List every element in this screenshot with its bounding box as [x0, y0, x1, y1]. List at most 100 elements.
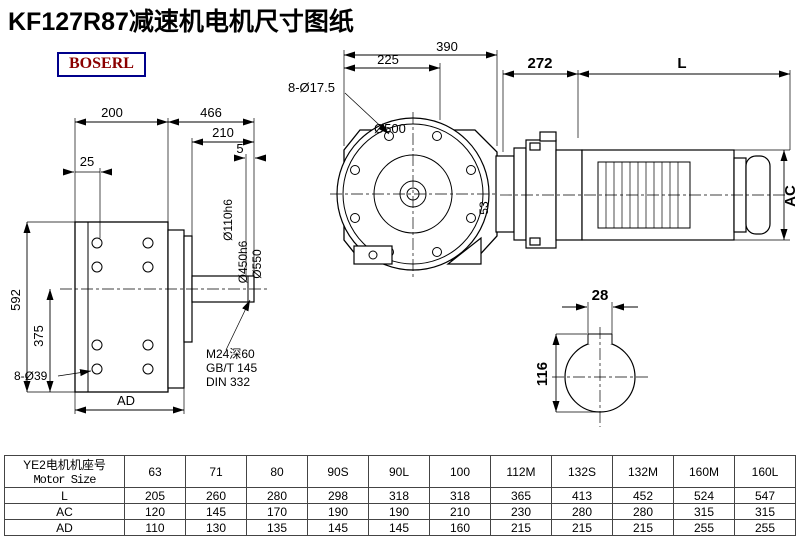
- dim-5-label: 5: [236, 141, 243, 156]
- dim-225-label: 225: [377, 52, 399, 67]
- value-cell: 524: [673, 487, 735, 504]
- note-m24-label: M24深60: [206, 347, 255, 361]
- dim-AD-label: AD: [117, 393, 135, 408]
- dim-53-label: 53: [477, 201, 491, 215]
- value-cell: 205: [124, 487, 186, 504]
- value-cell: 190: [368, 503, 430, 520]
- dim-5: 5: [234, 141, 266, 276]
- note-gbt-label: GB/T 145: [206, 361, 257, 375]
- housing-foot-left: [353, 245, 393, 265]
- value-cell: 160: [429, 519, 491, 536]
- dim-bolt-holes: 8-Ø17.5: [288, 80, 390, 135]
- header-cn: YE2电机机座号: [23, 458, 106, 472]
- value-cell: 215: [551, 519, 613, 536]
- dim-25-label: 25: [80, 154, 94, 169]
- value-cell: 365: [490, 487, 552, 504]
- side-bolt-holes: [91, 237, 154, 375]
- output-flange: [167, 229, 185, 389]
- value-cell: 255: [673, 519, 735, 536]
- coupling-ring: [513, 147, 527, 241]
- housing-foot-hole: [368, 250, 378, 260]
- dim-L: L: [578, 55, 791, 150]
- motor-flange-lug-bottom: [529, 237, 541, 246]
- value-cell: 315: [734, 503, 796, 520]
- dim-200-label: 200: [101, 105, 123, 120]
- dim-390-label: 390: [436, 39, 458, 54]
- value-cell: 190: [307, 503, 369, 520]
- size-col: 71: [185, 455, 247, 488]
- value-cell: 413: [551, 487, 613, 504]
- adapter-step: [495, 155, 515, 233]
- value-cell: 120: [124, 503, 186, 520]
- size-col: 132S: [551, 455, 613, 488]
- dim-d450-label: Ø450h6: [236, 240, 250, 283]
- dim-25: 25: [63, 154, 112, 238]
- row-label: AC: [4, 503, 125, 520]
- value-cell: 452: [612, 487, 674, 504]
- size-col: 90L: [368, 455, 430, 488]
- page-title: KF127R87减速机电机尺寸图纸: [8, 8, 354, 36]
- size-col: 160M: [673, 455, 735, 488]
- shaft-end-notes: M24深60 GB/T 145 DIN 332: [206, 299, 257, 389]
- value-cell: 215: [612, 519, 674, 536]
- dim-d500-label: Ø500: [374, 121, 406, 136]
- value-cell: 215: [490, 519, 552, 536]
- value-cell: 145: [368, 519, 430, 536]
- dim-592-label: 592: [8, 289, 23, 311]
- motor-flange-lug-top: [529, 142, 541, 151]
- dim-AD: AD: [74, 388, 185, 414]
- value-cell: 210: [429, 503, 491, 520]
- value-cell: 318: [429, 487, 491, 504]
- value-cell: 170: [246, 503, 308, 520]
- dim-d110-label: Ø110h6: [221, 199, 235, 241]
- value-cell: 135: [246, 519, 308, 536]
- dim-L-label: L: [677, 55, 686, 72]
- value-cell: 145: [307, 519, 369, 536]
- dim-116-label: 116: [534, 362, 551, 386]
- value-cell: 260: [185, 487, 247, 504]
- note-din-label: DIN 332: [206, 375, 250, 389]
- value-cell: 145: [185, 503, 247, 520]
- dim-116: 116: [534, 333, 600, 413]
- row-label: L: [4, 487, 125, 504]
- size-col: 100: [429, 455, 491, 488]
- header-en: Motor Size: [33, 473, 96, 487]
- section-view: 28 116: [534, 287, 648, 427]
- dim-375: 375: [31, 289, 54, 392]
- dim-AC-label: AC: [782, 185, 799, 207]
- value-cell: 280: [246, 487, 308, 504]
- table-header-row: YE2电机机座号 Motor Size 63 71 80 90S 90L 100…: [4, 455, 796, 488]
- technical-drawing: 390 225 272 L 8-Ø17.5 Ø500 53 AC: [8, 39, 799, 427]
- dim-8d39: 8-Ø39: [14, 369, 92, 383]
- size-col: 80: [246, 455, 308, 488]
- size-col: 63: [124, 455, 186, 488]
- dim-592: 592: [8, 221, 75, 393]
- value-cell: 280: [612, 503, 674, 520]
- dim-225: 225: [344, 52, 441, 120]
- value-cell: 230: [490, 503, 552, 520]
- dim-272-label: 272: [527, 55, 552, 72]
- dim-375-label: 375: [31, 325, 46, 347]
- dim-28-label: 28: [592, 287, 609, 304]
- table-row-L: L 205 260 280 298 318 318 365 413 452 52…: [4, 487, 796, 504]
- value-cell: 110: [124, 519, 186, 536]
- value-cell: 318: [368, 487, 430, 504]
- size-col: 132M: [612, 455, 674, 488]
- motor-flange: [525, 139, 557, 249]
- front-view: 390 225 272 L 8-Ø17.5 Ø500 53 AC: [288, 39, 799, 278]
- value-cell: 280: [551, 503, 613, 520]
- dim-210-label: 210: [212, 125, 234, 140]
- boserl-logo: BOSERL: [57, 52, 146, 77]
- value-cell: 547: [734, 487, 796, 504]
- side-view: 200 466 210 5 25 592 37: [8, 105, 268, 414]
- size-col: 160L: [734, 455, 796, 488]
- size-col: 90S: [307, 455, 369, 488]
- dim-28: 28: [562, 287, 638, 334]
- row-label: AD: [4, 519, 125, 536]
- table-row-AC: AC 120 145 170 190 190 210 230 280 280 3…: [4, 503, 796, 520]
- dim-200-466: 200 466: [74, 105, 255, 276]
- table-header-motor-size: YE2电机机座号 Motor Size: [4, 455, 125, 488]
- dim-272: 272: [502, 55, 579, 152]
- value-cell: 298: [307, 487, 369, 504]
- dim-8d17-label: 8-Ø17.5: [288, 80, 335, 95]
